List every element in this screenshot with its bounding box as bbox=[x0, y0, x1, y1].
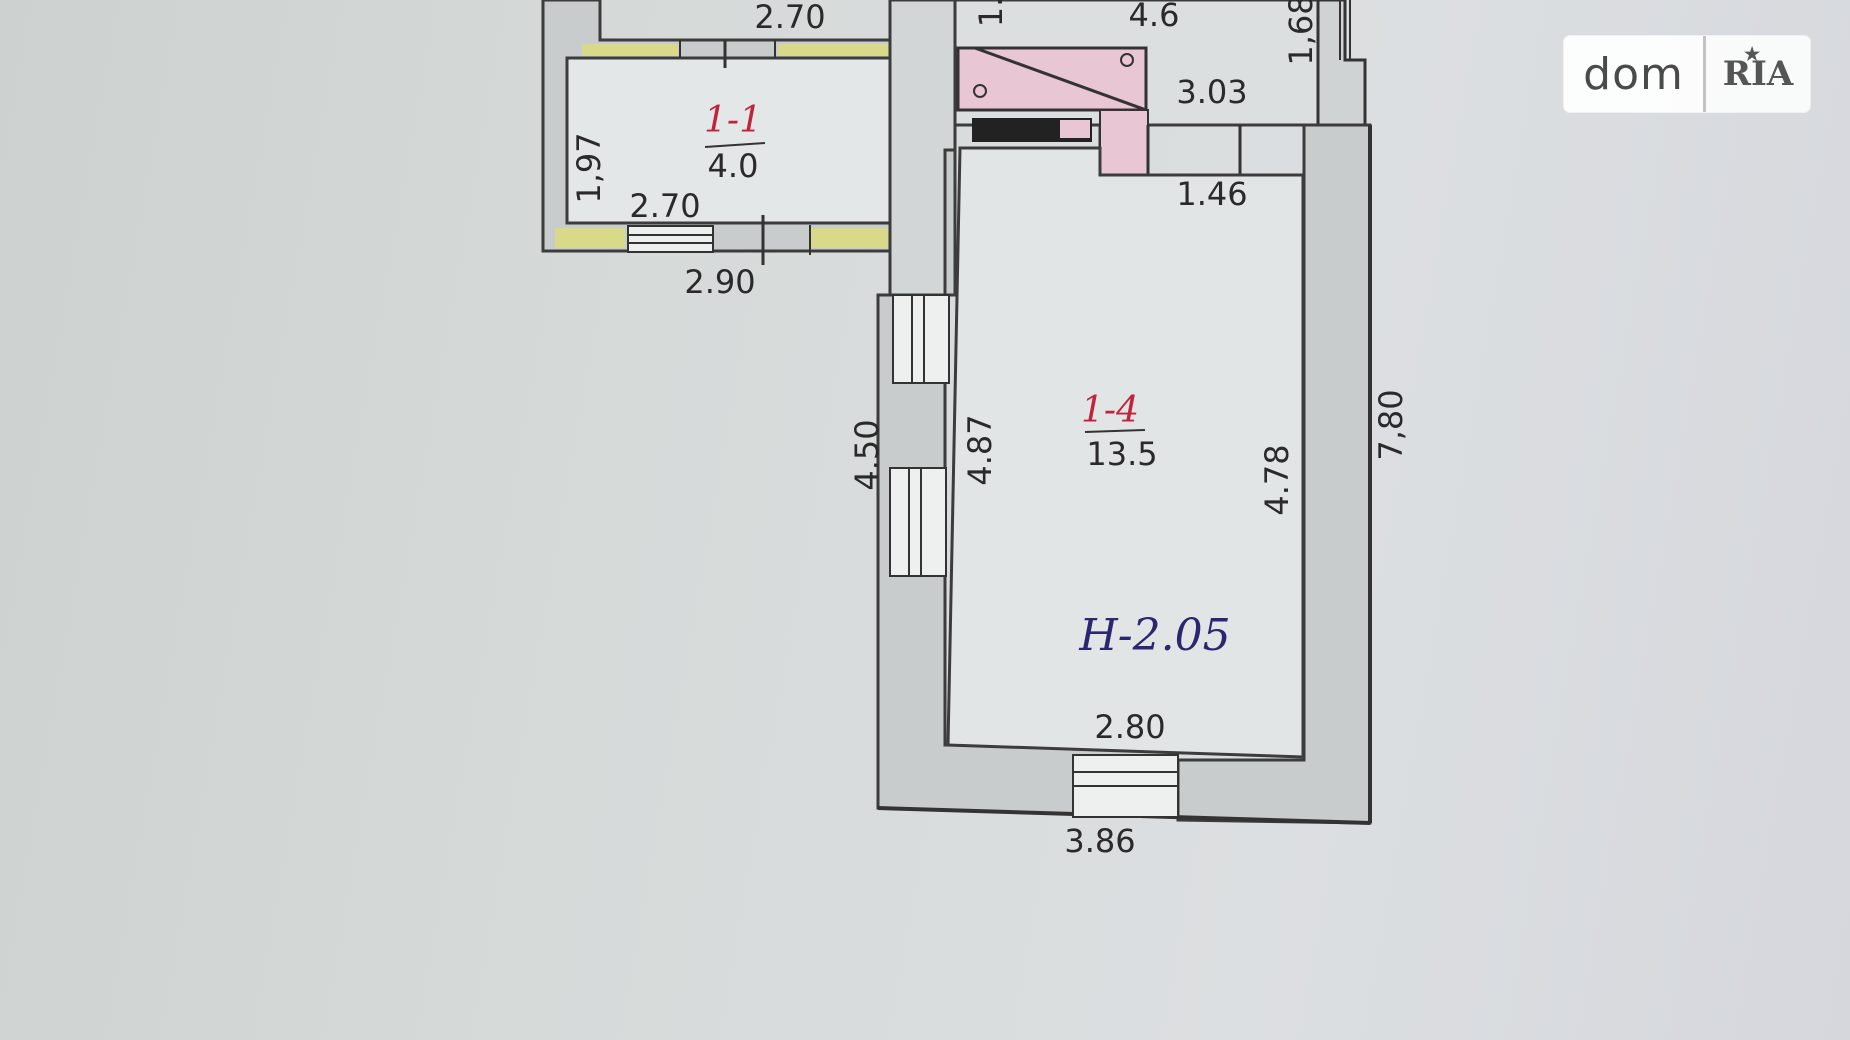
room-1-4-area: 13.5 bbox=[1086, 435, 1157, 473]
stove-base-accent bbox=[1060, 120, 1090, 138]
room-1-1-id: 1-1 bbox=[704, 100, 762, 141]
watermark-right: ★ RIA bbox=[1703, 36, 1810, 112]
dim-room-1-1-outer-bottom: 2.90 bbox=[684, 263, 755, 301]
domria-watermark: dom ★ RIA bbox=[1564, 36, 1810, 112]
burner-icon bbox=[1120, 53, 1134, 67]
window bbox=[892, 294, 950, 384]
watermark-left: dom bbox=[1564, 36, 1703, 112]
outer-dimensions: 4.50 7,80 3.86 bbox=[848, 389, 1410, 860]
dim-room-1-1-top: 2.70 bbox=[754, 0, 825, 36]
stove-diagonal bbox=[974, 46, 1147, 112]
pink-wall-segment bbox=[1099, 109, 1149, 176]
yellow-wall-segment bbox=[810, 228, 888, 248]
dim-room-1-4-right: 4.78 bbox=[1258, 444, 1296, 515]
dim-outer-bottom: 3.86 bbox=[1064, 822, 1135, 860]
fraction-line bbox=[704, 142, 766, 148]
room-1-4-height: H-2.05 bbox=[1078, 610, 1230, 661]
dim-upper-top: 4.6 bbox=[1129, 0, 1180, 34]
dim-upper-edge: 1. bbox=[972, 0, 1010, 27]
yellow-wall-segment bbox=[555, 228, 625, 248]
fraction-line bbox=[1084, 429, 1146, 433]
dim-upper-side: 1,68 bbox=[1282, 0, 1320, 66]
dim-room-1-1-inner-bottom: 2.70 bbox=[629, 187, 700, 225]
watermark-right-text: RIA bbox=[1722, 54, 1794, 94]
burner-icon bbox=[973, 84, 987, 98]
dim-outer-left: 4.50 bbox=[848, 419, 886, 490]
star-icon: ★ bbox=[1744, 44, 1761, 65]
dim-room-1-4-left: 4.87 bbox=[961, 414, 999, 485]
yellow-wall-segment bbox=[582, 44, 678, 56]
dim-room-1-4-bottom: 2.80 bbox=[1094, 708, 1165, 746]
window bbox=[627, 225, 714, 253]
room-1-4: 1.46 4.87 4.78 1-4 13.5 H-2.05 2.80 bbox=[889, 146, 1305, 818]
window bbox=[889, 467, 947, 577]
room-1-1-interior bbox=[565, 56, 897, 225]
door bbox=[1072, 754, 1179, 818]
dim-upper-inner: 3.03 bbox=[1176, 73, 1247, 111]
upper-right-area: 1. 4.6 1,68 3.03 bbox=[953, 0, 1367, 177]
room-1-4-interior bbox=[946, 146, 1305, 759]
dim-outer-right: 7,80 bbox=[1372, 389, 1410, 460]
room-1-4-id: 1-4 bbox=[1081, 390, 1139, 431]
dim-room-1-4-top: 1.46 bbox=[1176, 175, 1247, 213]
room-1-4-outer-wall bbox=[876, 123, 1372, 825]
yellow-wall-segment bbox=[778, 44, 893, 56]
room-1-1-area: 4.0 bbox=[708, 147, 759, 185]
dim-room-1-1-left: 1,97 bbox=[570, 132, 608, 203]
room-1-1: 2.70 1,97 1-1 4.0 2.70 2.90 bbox=[541, 0, 915, 301]
